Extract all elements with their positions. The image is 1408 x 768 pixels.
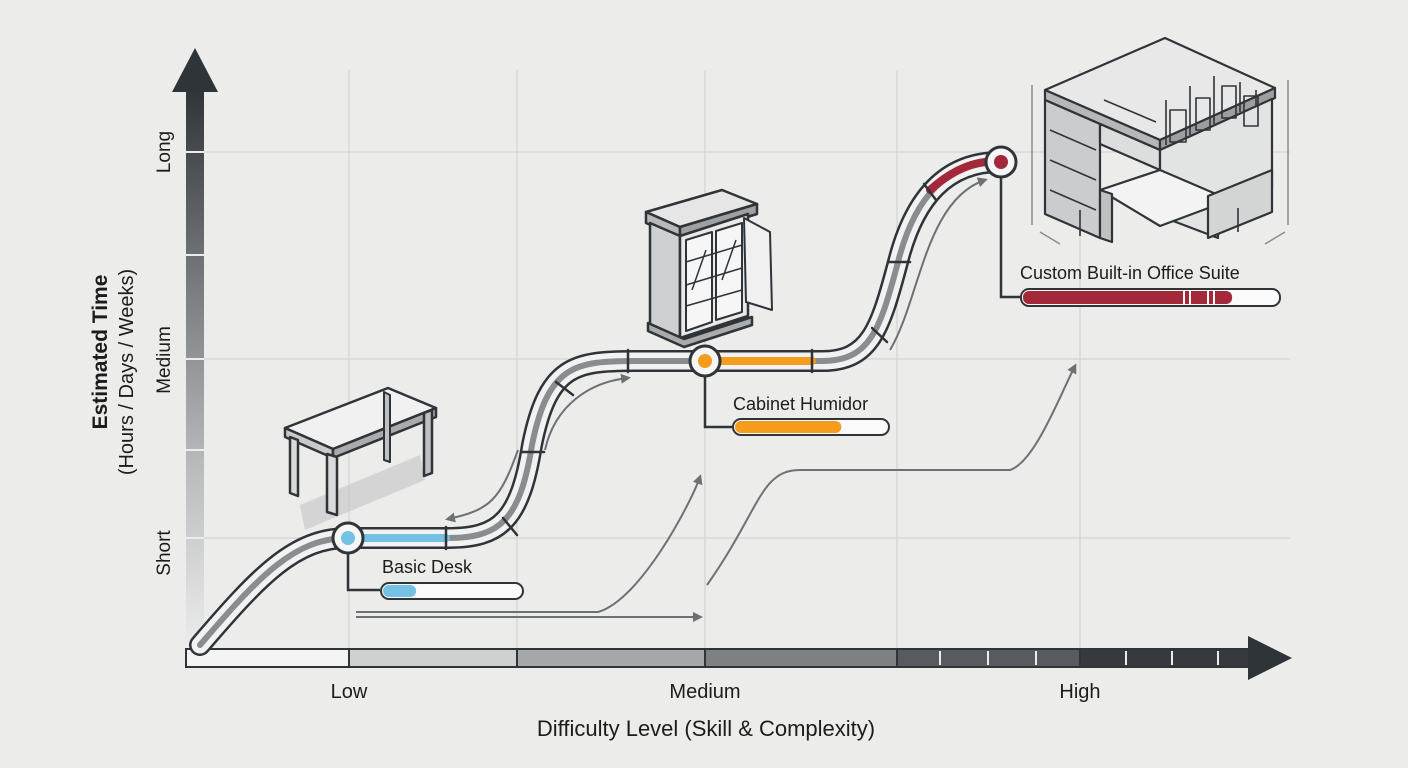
project-office-suite[interactable]: Custom Built-in Office Suite	[984, 145, 1281, 307]
trend-arrows	[356, 177, 1077, 622]
desk-icon	[283, 386, 438, 530]
y-axis-title: Estimated Time	[89, 275, 112, 430]
node-marker-dot	[698, 354, 712, 368]
segment-office-suite	[926, 158, 989, 194]
progress-fill	[735, 421, 842, 433]
y-tick-short: Short	[154, 530, 175, 576]
x-axis	[185, 636, 1292, 680]
y-axis-arrow-icon	[172, 48, 218, 92]
project-label: Cabinet Humidor	[733, 394, 868, 414]
project-cabinet-humidor[interactable]: Cabinet Humidor	[688, 344, 890, 436]
progress-fill	[383, 585, 417, 597]
cabinet-humidor-icon	[644, 188, 773, 349]
x-tick-high: High	[1059, 681, 1100, 703]
node-marker-dot	[341, 531, 355, 545]
x-tick-medium: Medium	[669, 681, 740, 703]
project-label: Custom Built-in Office Suite	[1020, 263, 1240, 283]
progress-track	[380, 582, 524, 600]
y-tick-long: Long	[154, 131, 175, 173]
x-axis-title: Difficulty Level (Skill & Complexity)	[537, 716, 875, 741]
node-marker-dot	[994, 155, 1008, 169]
built-in-office-icon	[1031, 36, 1289, 245]
y-axis-subtitle: (Hours / Days / Weeks)	[116, 269, 138, 475]
progression-track	[189, 151, 1011, 656]
y-axis	[172, 48, 218, 668]
project-label: Basic Desk	[382, 557, 473, 577]
x-tick-low: Low	[331, 681, 368, 703]
x-axis-arrow-icon	[1248, 636, 1292, 680]
progress-fill	[1023, 291, 1233, 304]
project-basic-desk[interactable]: Basic Desk	[331, 521, 524, 600]
y-tick-medium: Medium	[154, 326, 175, 394]
